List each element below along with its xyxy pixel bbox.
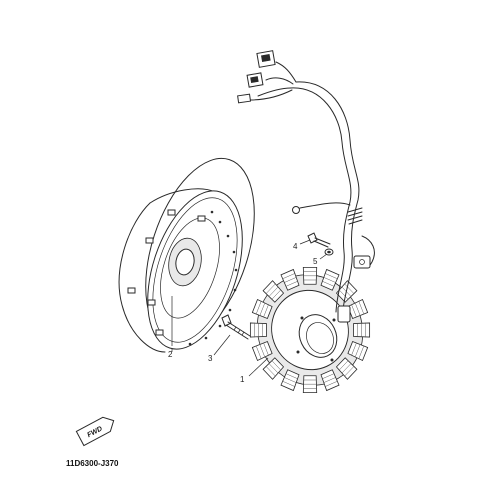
stator-winding-line (259, 344, 266, 358)
stator-winding-line (324, 273, 338, 280)
wire-harness (237, 50, 375, 323)
stator-winding-line (286, 281, 298, 287)
callout-4: 4 (293, 242, 298, 251)
rotor-flywheel (118, 157, 255, 353)
stator-winding-line (282, 380, 296, 387)
stator-tooth (262, 280, 285, 303)
stator-winding-line (351, 304, 357, 317)
stator-winding-line (284, 277, 297, 283)
stator-winding-line (351, 343, 357, 356)
stator-winding-line (265, 283, 276, 295)
stator-tooth (335, 357, 358, 380)
stator-tooth (262, 357, 285, 380)
stator-winding-line (282, 273, 296, 280)
stator-winding-line (344, 283, 355, 295)
callout-5: 5 (313, 257, 318, 266)
stator-winding-line (322, 373, 334, 379)
stator-winding-line (324, 380, 338, 387)
stator-winding-line (271, 289, 281, 300)
stator-winding-line (358, 345, 365, 360)
screw (307, 232, 331, 248)
stator-winding-line (259, 302, 266, 316)
stator-teeth (249, 266, 371, 394)
callout-3: 3 (208, 354, 213, 363)
stator-winding-line (358, 300, 365, 315)
stator-winding-line (271, 360, 281, 371)
stator-winding-line (323, 277, 336, 283)
stator-winding-line (341, 363, 352, 374)
bolt (221, 314, 251, 340)
stator-winding-line (354, 302, 361, 316)
stator-winding-line (323, 377, 336, 383)
stator-winding-line (268, 286, 279, 297)
stator-winding-line (354, 344, 361, 358)
stator-winding-line (265, 365, 276, 377)
fwd-arrow-icon: FWD (75, 416, 115, 447)
stator-winding-line (263, 304, 269, 317)
stator-winding-line (339, 289, 349, 300)
stator-winding-line (255, 300, 262, 315)
diagram-code: 11D6300-J370 (66, 459, 119, 468)
callout-1: 1 (240, 375, 245, 384)
leader-lines (171, 239, 328, 377)
stator-winding-line (286, 373, 298, 379)
stator-winding-line (268, 363, 279, 374)
stator-winding-line (344, 365, 355, 377)
stator-winding-line (263, 343, 269, 356)
stator (249, 266, 371, 394)
stator-winding-line (255, 345, 262, 360)
stator-winding-line (339, 360, 349, 371)
stator-winding-line (322, 281, 334, 287)
stator-winding-line (284, 377, 297, 383)
callout-2: 2 (168, 350, 173, 359)
washer (324, 248, 334, 256)
